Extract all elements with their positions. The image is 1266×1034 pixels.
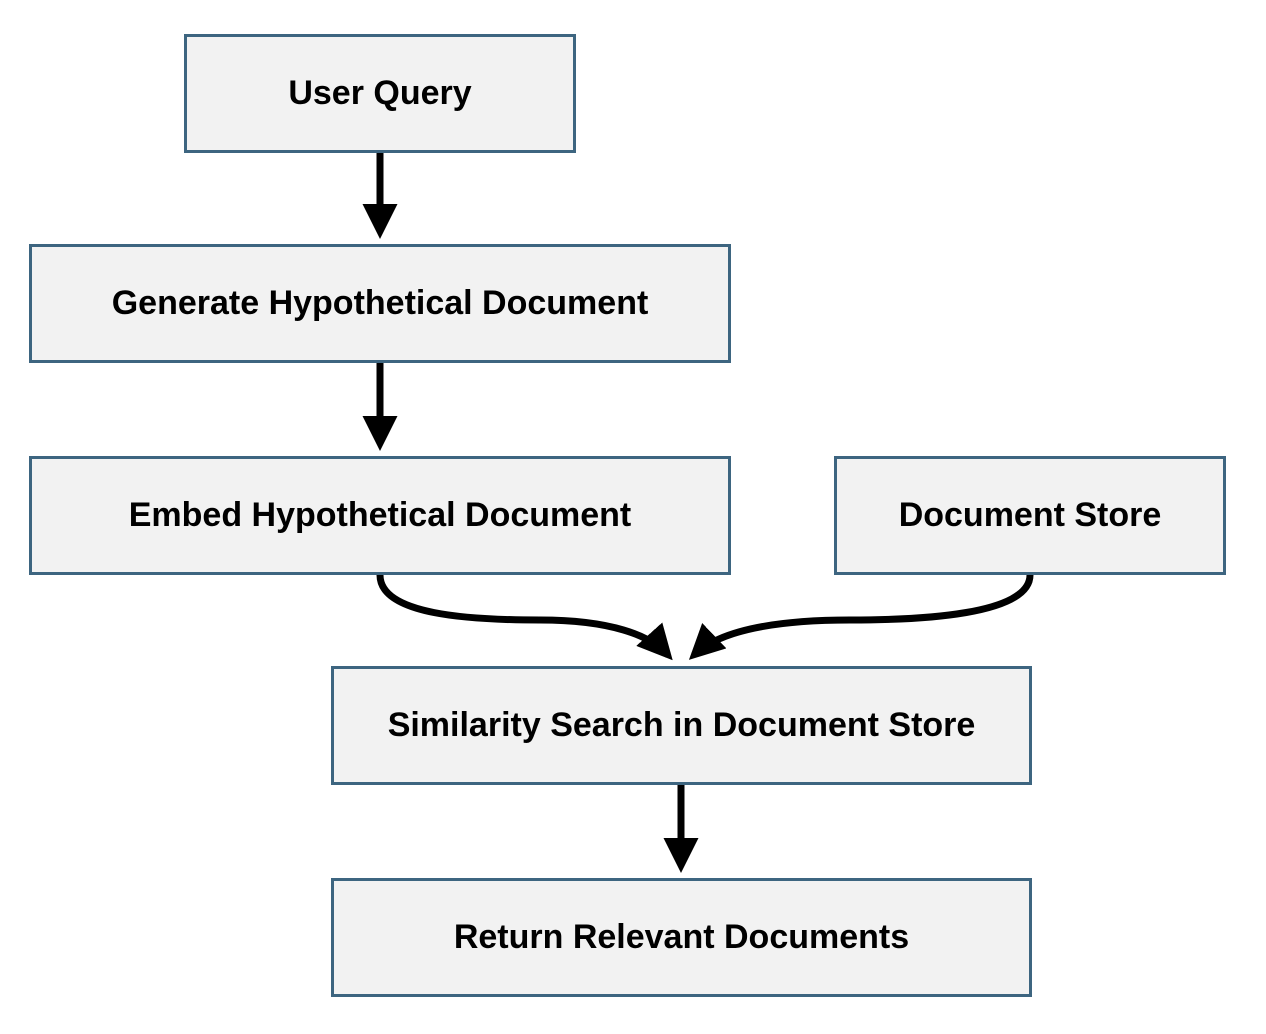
node-label: Generate Hypothetical Document (111, 284, 649, 322)
node-label: Similarity Search in Document Store (387, 706, 976, 744)
node-generate-hypothetical-document: Generate Hypothetical Document (29, 244, 731, 363)
node-document-store: Document Store (834, 456, 1226, 575)
node-label: Embed Hypothetical Document (128, 496, 632, 534)
node-label: Document Store (898, 496, 1162, 534)
node-label: User Query (288, 74, 472, 112)
arrow-embed-to-similarity (376, 574, 673, 661)
node-return-relevant-documents: Return Relevant Documents (331, 878, 1032, 997)
node-similarity-search: Similarity Search in Document Store (331, 666, 1032, 785)
node-user-query: User Query (184, 34, 576, 153)
node-label: Return Relevant Documents (453, 918, 910, 956)
node-embed-hypothetical-document: Embed Hypothetical Document (29, 456, 731, 575)
arrow-doc-store-to-similarity (688, 574, 1034, 660)
